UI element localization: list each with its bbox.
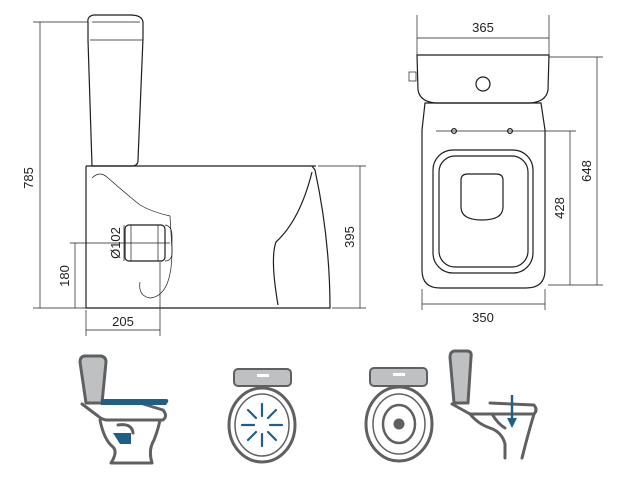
side-view: 785 180 Ø102 205 395 (21, 14, 366, 336)
rimless-flush-icon (227, 368, 297, 464)
dim-tank-width: 365 (472, 20, 494, 35)
side-bowl (85, 165, 331, 309)
soft-close-seat-icon (78, 354, 169, 465)
antibacterial-glaze-icon (364, 367, 434, 463)
flush-button (475, 76, 491, 92)
side-cistern (87, 14, 144, 167)
dim-bowl-length: 648 (579, 160, 594, 182)
vertical-outlet-icon (448, 349, 538, 460)
dim-outlet-height: 180 (57, 265, 72, 287)
top-bowl (421, 102, 546, 289)
top-seat (432, 149, 534, 274)
top-view: 365 648 428 350 (408, 15, 603, 325)
dim-bowl-width: 350 (472, 310, 494, 325)
dim-total-height: 785 (21, 167, 36, 189)
dim-seat-length: 428 (552, 197, 567, 219)
dim-side-height: 395 (342, 226, 357, 248)
dim-outlet-offset: 205 (112, 314, 134, 329)
dim-outlet-diameter: Ø102 (108, 227, 123, 259)
top-tank (416, 54, 550, 104)
top-bowl-opening (460, 173, 504, 221)
